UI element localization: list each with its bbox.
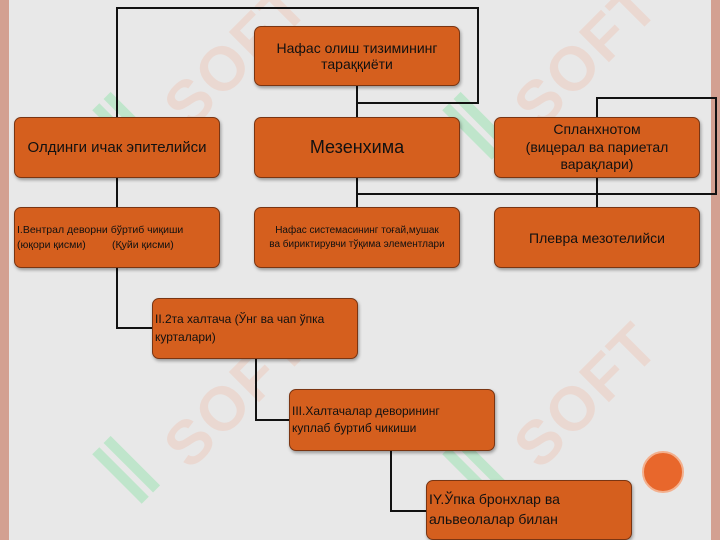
node-pleura: Плевра мезотелийси [494, 207, 700, 268]
node-step3-label: III.Халтачалар деворининг куплаб буртиб … [292, 403, 440, 435]
node-step1: I.Вентрал деворни бўртиб чиқиши (юқори қ… [14, 207, 220, 268]
node-step2: II.2та халтача (Ўнг ва чап ўпка курталар… [152, 298, 358, 359]
node-step3: III.Халтачалар деворининг куплаб буртиб … [289, 389, 495, 451]
node-step4-label: IY.Ўпка бронхлар ва альвеолалар билан [429, 491, 560, 527]
node-step2-label: II.2та халтача (Ўнг ва чап ўпка курталар… [155, 312, 325, 344]
node-splanchnotome: Спланхнотом (вицерал ва париетал варақла… [494, 117, 700, 178]
node-root-label: Нафас олиш тизимининг тараққиёти [276, 40, 438, 72]
connector-step3-step4 [390, 451, 426, 512]
connector-step1-step2 [116, 268, 152, 329]
node-mesenchyme-derivative: Нафас системасининг тоғай,мушак ва бирик… [254, 207, 460, 268]
frame-strip-left [0, 0, 9, 540]
connector-step2-step3 [255, 359, 289, 421]
node-foregut: Олдинги ичак эпителийси [14, 117, 220, 178]
decorative-circle [642, 451, 684, 493]
frame-strip-right [711, 0, 720, 540]
node-pleura-label: Плевра мезотелийси [529, 229, 665, 246]
node-splanchnotome-label: Спланхнотом (вицерал ва париетал варақла… [525, 121, 669, 173]
node-mesenchyme: Мезенхима [254, 117, 460, 178]
node-mesenchyme-label: Мезенхима [309, 137, 405, 157]
node-root: Нафас олиш тизимининг тараққиёти [254, 26, 460, 86]
connector-root-frame [116, 7, 479, 118]
node-step1-label: I.Вентрал деворни бўртиб чиқиши (юқори қ… [17, 223, 184, 251]
node-foregut-label: Олдинги ичак эпителийси [27, 139, 207, 156]
node-step4: IY.Ўпка бронхлар ва альвеолалар билан [426, 480, 632, 540]
node-mesenchyme-derivative-label: Нафас системасининг тоғай,мушак ва бирик… [269, 224, 445, 250]
